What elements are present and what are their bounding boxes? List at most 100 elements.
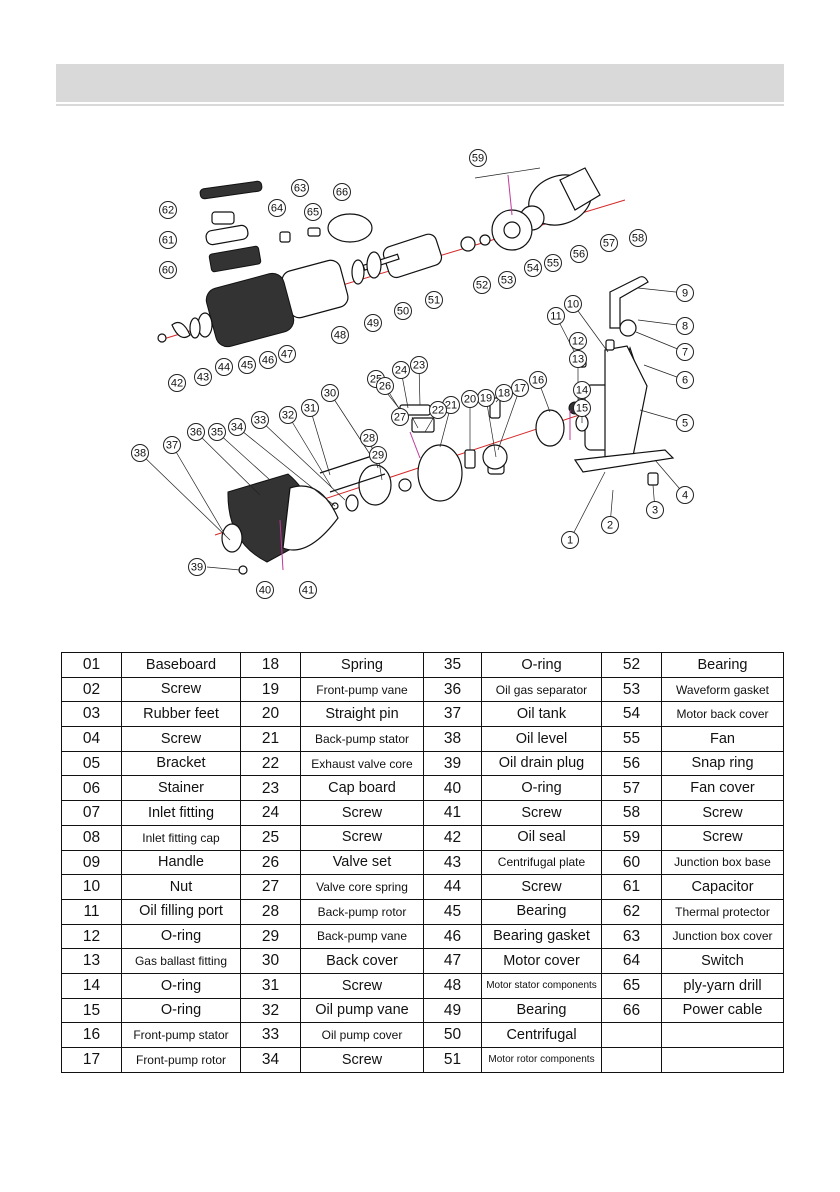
part-number-cell: 62 xyxy=(601,898,662,925)
part-name-cell: Rubber feet xyxy=(121,701,241,728)
part-number-cell: 06 xyxy=(61,775,122,802)
callout-number: 58 xyxy=(632,233,644,245)
part-name-cell: Valve set xyxy=(300,849,424,876)
part-name-cell: Screw xyxy=(661,824,784,851)
callout-number: 65 xyxy=(307,207,319,219)
callout-number: 24 xyxy=(395,365,407,377)
part-callout: 40 xyxy=(256,581,274,599)
callout-number: 46 xyxy=(262,355,274,367)
part-callout: 30 xyxy=(321,384,339,402)
part-callout: 44 xyxy=(215,358,233,376)
part-callout: 2 xyxy=(601,516,619,534)
callout-number: 43 xyxy=(197,372,209,384)
callout-number: 26 xyxy=(379,381,391,393)
part-callout: 65 xyxy=(304,203,322,221)
callout-number: 31 xyxy=(304,403,316,415)
part-number-cell: 52 xyxy=(601,652,662,678)
part-callout: 24 xyxy=(392,361,410,379)
part-callout: 48 xyxy=(331,326,349,344)
callout-number: 1 xyxy=(567,535,573,547)
part-name-cell: Waveform gasket xyxy=(661,676,784,703)
callout-number: 21 xyxy=(445,400,457,412)
callout-number: 30 xyxy=(324,388,336,400)
part-number-cell: 56 xyxy=(601,750,662,777)
part-name-cell: Centrifugal plate xyxy=(481,849,602,876)
part-name-cell: Screw xyxy=(300,972,424,999)
part-name-cell: Oil gas separator xyxy=(481,676,602,703)
callout-number: 36 xyxy=(190,427,202,439)
callout-number: 4 xyxy=(682,490,688,502)
callout-number: 17 xyxy=(514,383,526,395)
part-callout: 51 xyxy=(425,291,443,309)
callout-number: 11 xyxy=(550,311,561,323)
part-name-cell: Oil tank xyxy=(481,701,602,728)
part-number-cell: 36 xyxy=(423,676,482,703)
part-name-cell: Screw xyxy=(121,726,241,752)
callout-number: 53 xyxy=(501,275,513,287)
part-number-cell: 50 xyxy=(423,1022,482,1048)
part-number-cell: 24 xyxy=(240,800,301,826)
callout-number: 22 xyxy=(432,405,444,417)
part-number-cell: 04 xyxy=(61,726,122,752)
part-number-cell: 23 xyxy=(240,775,301,802)
part-number-cell: 05 xyxy=(61,750,122,777)
part-name-cell: Power cable xyxy=(661,997,784,1024)
part-number-cell: 21 xyxy=(240,726,301,752)
callout-number: 64 xyxy=(271,203,283,215)
part-callout: 14 xyxy=(573,381,591,399)
part-name-cell: Front-pump stator xyxy=(121,1022,241,1048)
callout-number: 32 xyxy=(282,410,294,422)
part-name-cell: Screw xyxy=(300,824,424,851)
part-number-cell: 29 xyxy=(240,923,301,950)
callout-number: 57 xyxy=(603,238,615,250)
callout-number: 60 xyxy=(162,265,174,277)
part-number-cell: 14 xyxy=(61,972,122,999)
part-name-cell: O-ring xyxy=(481,775,602,802)
part-number-cell: 13 xyxy=(61,948,122,974)
callout-number: 62 xyxy=(162,205,174,217)
part-name-cell: Screw xyxy=(300,800,424,826)
callout-number: 14 xyxy=(576,385,588,397)
part-number-cell: 03 xyxy=(61,701,122,728)
part-number-cell: 60 xyxy=(601,849,662,876)
part-name-cell: Screw xyxy=(121,676,241,703)
part-callout: 12 xyxy=(569,332,587,350)
part-name-cell: Capacitor xyxy=(661,874,784,900)
callout-number: 40 xyxy=(259,585,271,597)
part-number-cell: 37 xyxy=(423,701,482,728)
callout-number: 7 xyxy=(682,347,688,359)
part-number-cell: 30 xyxy=(240,948,301,974)
callout-number: 34 xyxy=(231,422,243,434)
callout-number: 50 xyxy=(397,306,409,318)
part-number-cell xyxy=(601,1047,662,1073)
part-name-cell: Exhaust valve core xyxy=(300,750,424,777)
part-name-cell: Nut xyxy=(121,874,241,900)
part-callout: 18 xyxy=(495,384,513,402)
part-number-cell: 10 xyxy=(61,874,122,900)
part-number-cell: 08 xyxy=(61,824,122,851)
part-callout: 3 xyxy=(646,501,664,519)
part-number-cell: 26 xyxy=(240,849,301,876)
part-name-cell: Bearing gasket xyxy=(481,923,602,950)
callout-number: 12 xyxy=(572,336,584,348)
part-number-cell: 11 xyxy=(61,898,122,925)
part-callout: 62 xyxy=(159,201,177,219)
part-name-cell: Baseboard xyxy=(121,652,241,678)
part-callout: 6 xyxy=(676,371,694,389)
part-name-cell: Motor rotor components xyxy=(481,1047,602,1073)
part-number-cell: 20 xyxy=(240,701,301,728)
part-callout: 46 xyxy=(259,351,277,369)
part-name-cell: Oil seal xyxy=(481,824,602,851)
part-callout: 5 xyxy=(676,414,694,432)
part-callout: 50 xyxy=(394,302,412,320)
part-callout: 53 xyxy=(498,271,516,289)
part-callout: 35 xyxy=(208,423,226,441)
callout-number: 6 xyxy=(682,375,688,387)
callout-number: 37 xyxy=(166,440,178,452)
callout-number: 51 xyxy=(428,295,440,307)
